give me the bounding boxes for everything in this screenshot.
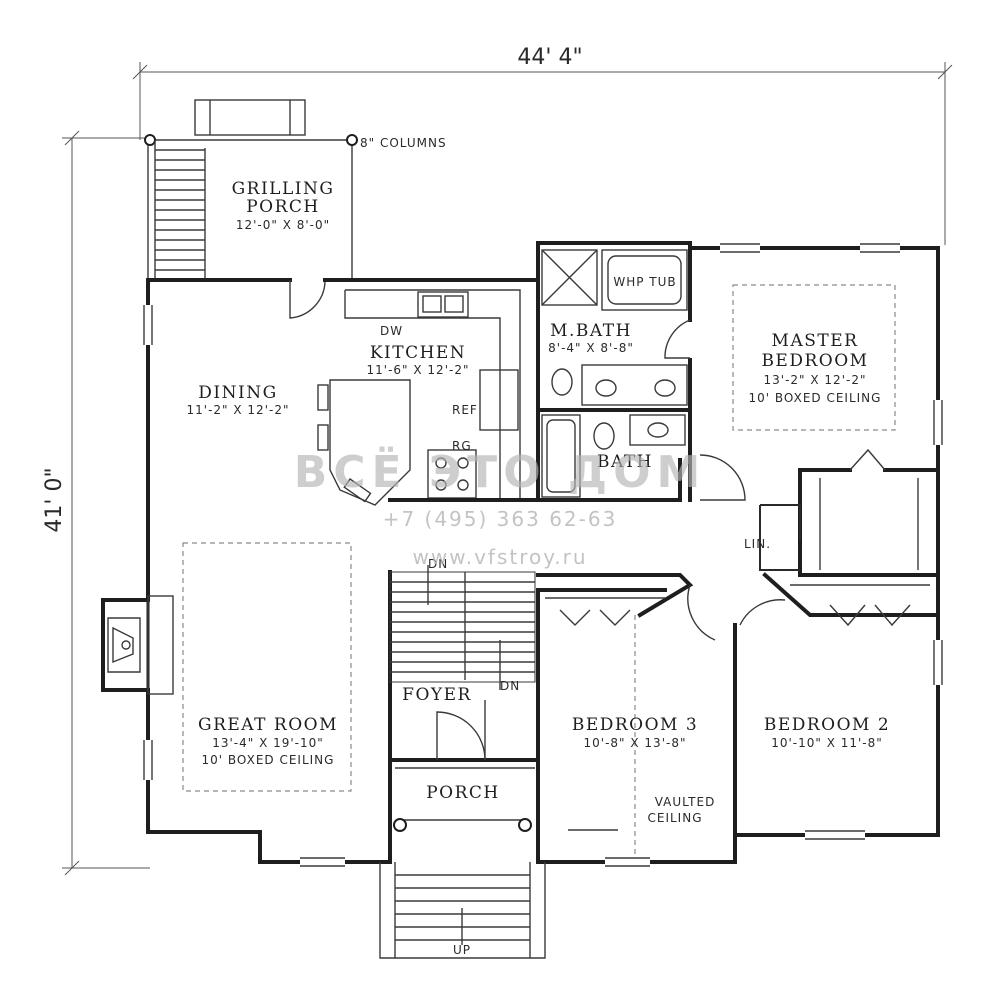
master-bath (536, 241, 692, 502)
master-bedroom-name-2: BEDROOM (761, 351, 868, 371)
whp-tub-label: WHP TUB (613, 275, 676, 289)
master-boxed-ceiling (732, 284, 896, 431)
porch-steps (154, 140, 206, 278)
grilling-porch-size: 12'-0" X 8'-0" (236, 218, 330, 232)
kitchen-door-swing (289, 280, 326, 319)
watermark-phone: +7 (495) 363 62-63 (383, 507, 618, 531)
front-steps (379, 862, 546, 959)
column-marker (144, 134, 156, 146)
dn-lower-label: DN (500, 679, 520, 693)
column-marker (346, 134, 358, 146)
master-bath-name: M.BATH (550, 321, 632, 341)
bedroom3-name: BEDROOM 3 (572, 715, 698, 735)
porch-name: PORCH (426, 783, 500, 803)
windows (143, 243, 943, 867)
columns-label: 8" COLUMNS (360, 136, 447, 150)
up-label: UP (453, 943, 471, 957)
master-door-swing (699, 454, 746, 501)
fireplace (101, 595, 174, 695)
master-closet (759, 448, 940, 577)
bedroom-3 (536, 573, 737, 864)
dining-name: DINING (198, 383, 277, 403)
watermark-url: www.vfstroy.ru (413, 545, 588, 569)
kitchen (317, 289, 682, 506)
dn-upper-label: DN (428, 557, 448, 571)
shower (541, 249, 598, 306)
bedroom2-name: BEDROOM 2 (764, 715, 890, 735)
kitchen-size: 11'-6" X 12'-2" (367, 363, 470, 377)
linen-label: LIN. (744, 537, 771, 551)
master-bedroom-name-1: MASTER (772, 331, 859, 351)
master-bedroom-size: 13'-2" X 12'-2" (764, 373, 867, 387)
kitchen-name: KITCHEN (370, 343, 466, 363)
grilling-porch-name-1: GRILLING (232, 179, 335, 199)
width-dimension: 44' 4" (517, 45, 582, 70)
grilling-porch-name-2: PORCH (246, 197, 320, 217)
bedroom3-ceiling-1: VAULTED (655, 795, 716, 809)
bedroom-2 (739, 572, 940, 627)
stairs (388, 565, 536, 864)
great-room-boxed-ceiling (182, 542, 352, 792)
bath-name: BATH (597, 452, 653, 472)
foyer (388, 700, 540, 762)
dining-size: 11'-2" X 12'-2" (187, 403, 290, 417)
ref-label: REF (452, 403, 478, 417)
great-room-size: 13'-4" X 19'-10" (212, 736, 324, 750)
kitchen-island (329, 379, 411, 506)
whirlpool-tub (601, 249, 688, 311)
front-porch (393, 767, 535, 832)
refrigerator (479, 369, 519, 431)
watermark-logo: ВСЁ ЭТО ДОМ (294, 445, 707, 498)
bath-vanity (629, 414, 686, 446)
great-room-ceiling: 10' BOXED CEILING (202, 753, 335, 767)
master-bath-size: 8'-4" X 8'-8" (548, 341, 634, 355)
rg-label: RG (452, 439, 472, 453)
bathtub (541, 414, 581, 498)
great-room-name: GREAT ROOM (198, 715, 338, 735)
toilet (551, 368, 573, 396)
master-bedroom-ceiling: 10' BOXED CEILING (749, 391, 882, 405)
sink (417, 291, 469, 318)
dimension-lines (62, 62, 953, 876)
double-vanity (581, 364, 688, 406)
bedroom3-size: 10'-8" X 13'-8" (584, 736, 687, 750)
dw-label: DW (380, 324, 403, 338)
grilling-porch (144, 99, 358, 278)
bath (541, 414, 686, 502)
bedroom3-ceiling-2: CEILING (648, 811, 703, 825)
depth-dimension: 41' 0" (42, 467, 67, 532)
bath-toilet (593, 422, 615, 450)
foyer-name: FOYER (402, 685, 472, 705)
bedroom2-size: 10'-10" X 11'-8" (771, 736, 883, 750)
